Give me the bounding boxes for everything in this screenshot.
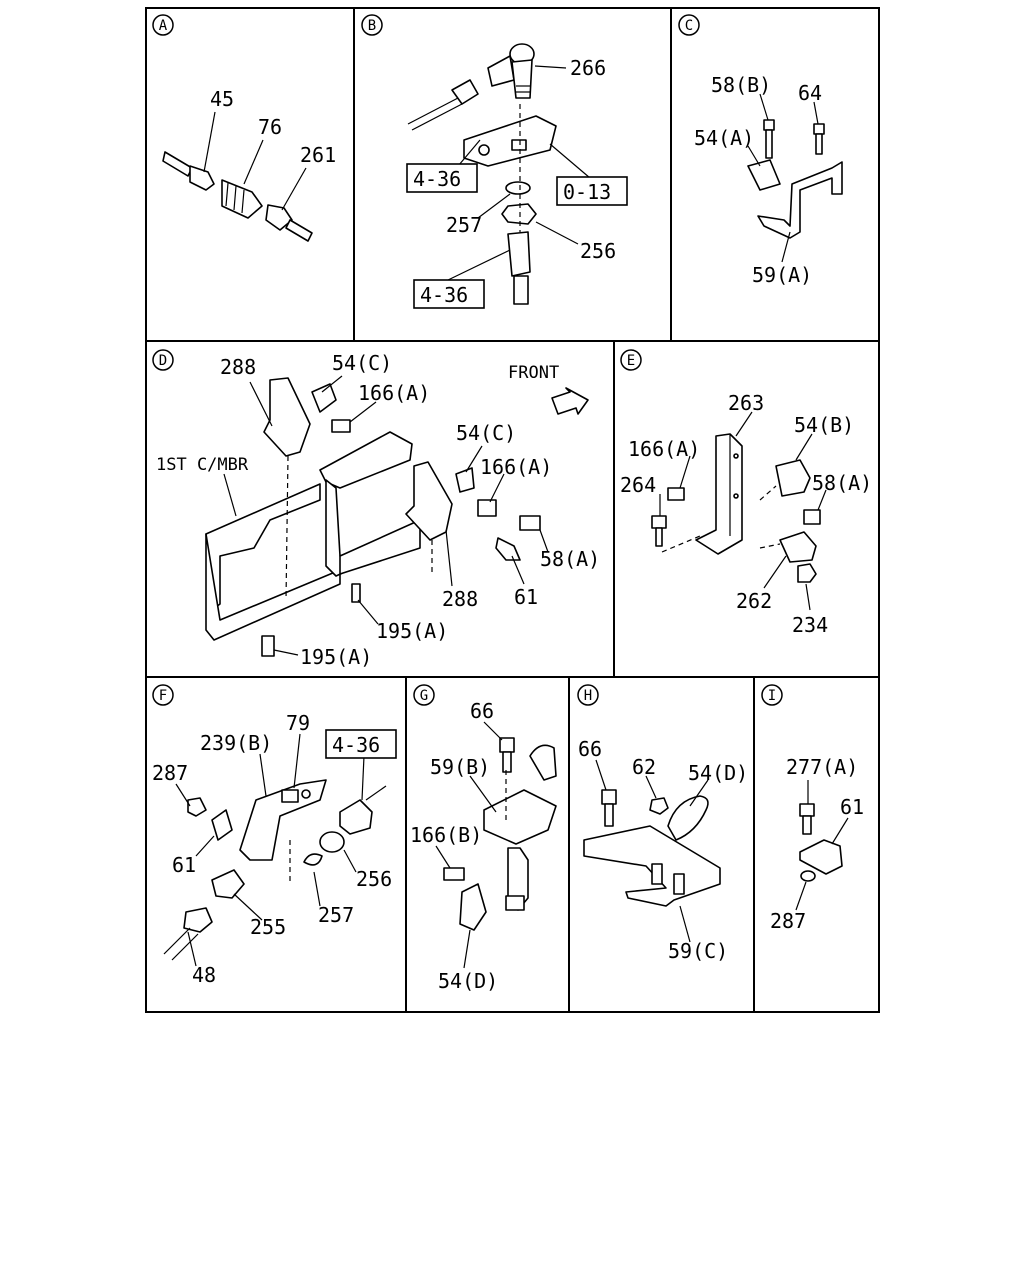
panel-h-letter: H [584, 688, 592, 704]
label-54b: 54(B) [794, 413, 854, 437]
panel-h: H 66 62 54(D) 59(C) [577, 684, 748, 963]
label-76: 76 [258, 115, 282, 139]
panel-f-letter-badge: F [152, 684, 174, 706]
label-59a: 59(A) [752, 263, 812, 287]
label-61-f: 61 [172, 853, 196, 877]
label-256: 256 [580, 239, 616, 263]
panel-i: I 277(A) 61 287 [761, 684, 864, 933]
label-1st-cmbr: 1ST C/MBR [156, 455, 249, 475]
panel-e-letter: E [627, 353, 635, 369]
panel-a-letter: A [159, 18, 168, 34]
panel-i-letter: I [768, 688, 776, 704]
panel-d-letter-badge: D [152, 349, 174, 371]
pipe-fitting-assembly [162, 151, 313, 242]
panel-grid [145, 7, 880, 1013]
label-256-f: 256 [356, 867, 392, 891]
label-48: 48 [192, 963, 216, 987]
label-79: 79 [286, 711, 310, 735]
label-239b: 239(B) [200, 731, 272, 755]
label-277a: 277(A) [786, 755, 858, 779]
fitting-bracket-assembly-f [163, 779, 387, 961]
label-166a: 166(A) [628, 437, 700, 461]
panel-b-letter-badge: B [361, 14, 383, 36]
panel-g: G 66 59(B) 166(B) 54(D) [410, 684, 557, 993]
label-66-g: 66 [470, 699, 494, 723]
clip-assembly-i [799, 803, 843, 882]
panel-e-letter-badge: E [620, 349, 642, 371]
label-54d-g: 54(D) [438, 969, 498, 993]
label-166a-top: 166(A) [358, 381, 430, 405]
panel-a: A 45 76 261 [152, 14, 336, 242]
bracket-assembly-g [443, 737, 557, 931]
panel-c-letter-badge: C [678, 14, 700, 36]
panel-d: D [152, 349, 600, 669]
label-4-36-bottom: 4-36 [420, 283, 468, 307]
label-64: 64 [798, 81, 822, 105]
panel-b: B 266 4-36 0-13 2 [361, 14, 628, 309]
label-54c-top: 54(C) [332, 351, 392, 375]
panel-c-letter: C [685, 18, 693, 34]
label-0-13: 0-13 [563, 180, 611, 204]
bracket-assembly-e [651, 433, 821, 583]
label-front: FRONT [508, 363, 559, 383]
label-261: 261 [300, 143, 336, 167]
label-59c: 59(C) [668, 939, 728, 963]
label-288-top: 288 [220, 355, 256, 379]
label-264: 264 [620, 473, 656, 497]
label-54c-mid: 54(C) [456, 421, 516, 445]
label-287-i: 287 [770, 909, 806, 933]
crossmember-assembly [205, 377, 589, 657]
label-262: 262 [736, 589, 772, 613]
label-58a: 58(A) [540, 547, 600, 571]
label-58a-e: 58(A) [812, 471, 872, 495]
label-66-h: 66 [578, 737, 602, 761]
label-4-36-f: 4-36 [332, 733, 380, 757]
panel-f-letter: F [159, 688, 167, 704]
panel-a-letter-badge: A [152, 14, 174, 36]
plate-bracket-assembly-h [583, 789, 721, 907]
label-287: 287 [152, 761, 188, 785]
label-195a-bottom: 195(A) [300, 645, 372, 669]
panel-g-letter: G [420, 688, 428, 704]
fuel-pipe-bracket-assembly [407, 43, 557, 305]
panel-c: C 58(B) 64 54(A) 59(A) [678, 14, 843, 287]
panel-i-letter-badge: I [761, 684, 783, 706]
label-234: 234 [792, 613, 828, 637]
bracket-clip-assembly [747, 119, 843, 239]
panel-e: E 263 166(A) 54(B) 264 58(A) [620, 349, 872, 637]
panel-g-letter-badge: G [413, 684, 435, 706]
panel-f: F 79 239(B) 4-36 287 [152, 684, 397, 987]
ref-box-4-36-top [406, 163, 478, 193]
label-266: 266 [570, 56, 606, 80]
label-255: 255 [250, 915, 286, 939]
label-61-i: 61 [840, 795, 864, 819]
label-61: 61 [514, 585, 538, 609]
label-45: 45 [210, 87, 234, 111]
panel-h-letter-badge: H [577, 684, 599, 706]
label-54d-h: 54(D) [688, 761, 748, 785]
label-288-bottom: 288 [442, 587, 478, 611]
outer-frame [145, 7, 880, 1013]
label-59b: 59(B) [430, 755, 490, 779]
label-166a-mid: 166(A) [480, 455, 552, 479]
label-4-36-top: 4-36 [413, 167, 461, 191]
panel-d-letter: D [159, 353, 167, 369]
label-257-f: 257 [318, 903, 354, 927]
panel-b-letter: B [368, 18, 376, 34]
label-257: 257 [446, 213, 482, 237]
label-263: 263 [728, 391, 764, 415]
label-58b: 58(B) [711, 73, 771, 97]
ref-box-4-36-f [325, 729, 397, 759]
label-166b: 166(B) [410, 823, 482, 847]
label-62: 62 [632, 755, 656, 779]
ref-box-4-36-bottom [413, 279, 485, 309]
label-195a-mid: 195(A) [376, 619, 448, 643]
ref-box-0-13 [556, 176, 628, 206]
label-54a: 54(A) [694, 126, 754, 150]
